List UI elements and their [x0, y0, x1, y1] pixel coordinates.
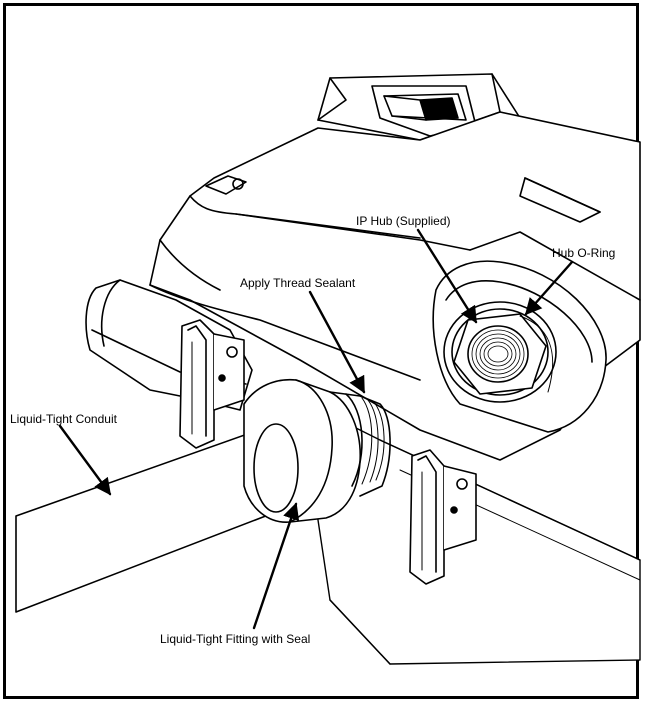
callout-ip-hub: IP Hub (Supplied) [356, 214, 451, 228]
arrow-o-ring [524, 260, 574, 316]
liquid-tight-fitting [243, 378, 391, 523]
arrow-ip-hub [416, 228, 478, 324]
callout-hub-o-ring: Hub O-Ring [552, 246, 616, 260]
arrow-fitting [252, 502, 300, 630]
arrow-sealant [308, 290, 366, 394]
ip-hub-boss [432, 260, 607, 433]
callout-liquid-tight-fitting: Liquid-Tight Fitting with Seal [160, 632, 311, 646]
clip-left [179, 319, 245, 449]
callout-liquid-tight-conduit: Liquid-Tight Conduit [10, 412, 117, 426]
arrow-conduit [58, 424, 112, 496]
callout-arrows [58, 228, 574, 630]
top-latch-bracket [317, 73, 521, 141]
callout-apply-thread-sealant: Apply Thread Sealant [240, 276, 356, 290]
clip-right [409, 449, 477, 585]
